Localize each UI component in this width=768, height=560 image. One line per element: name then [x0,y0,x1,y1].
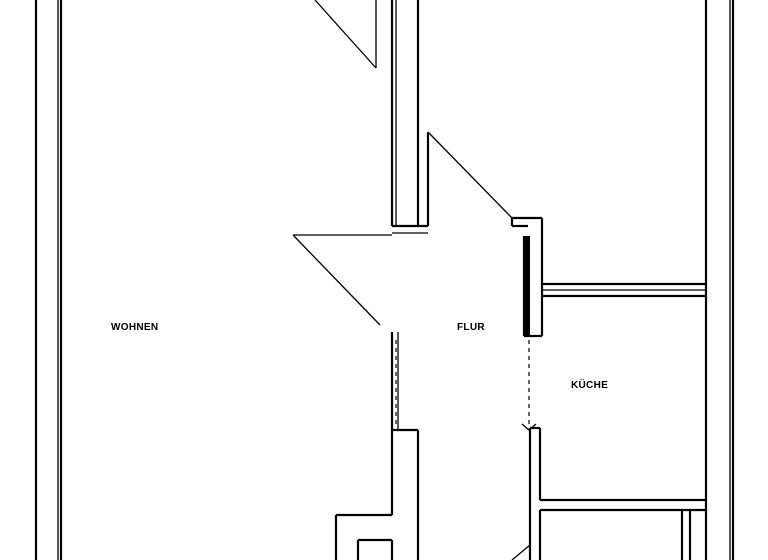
wall-flur-right-upper [522,218,544,338]
wall-wohnen-flur-upper [390,0,430,234]
wall-kueche-top [542,282,706,298]
outer-wall-right [704,0,735,560]
wall-wohnen-flur-lower [390,332,420,560]
room-label-kueche: KÜCHE [571,380,609,391]
door-swing-flur-upper [427,131,542,228]
door-kueche [521,340,537,431]
room-label-flur: FLUR [457,322,485,333]
door-swing-wohnen [292,234,392,326]
door-swing-bottom [511,544,531,560]
wall-kueche-bottom [538,498,706,560]
outer-wall-left [34,0,63,560]
room-label-wohnen: WOHNEN [111,322,159,333]
wall-stepped-bottom [334,513,394,560]
door-swing-top [314,0,377,69]
wall-flur-right-lower [528,426,542,560]
